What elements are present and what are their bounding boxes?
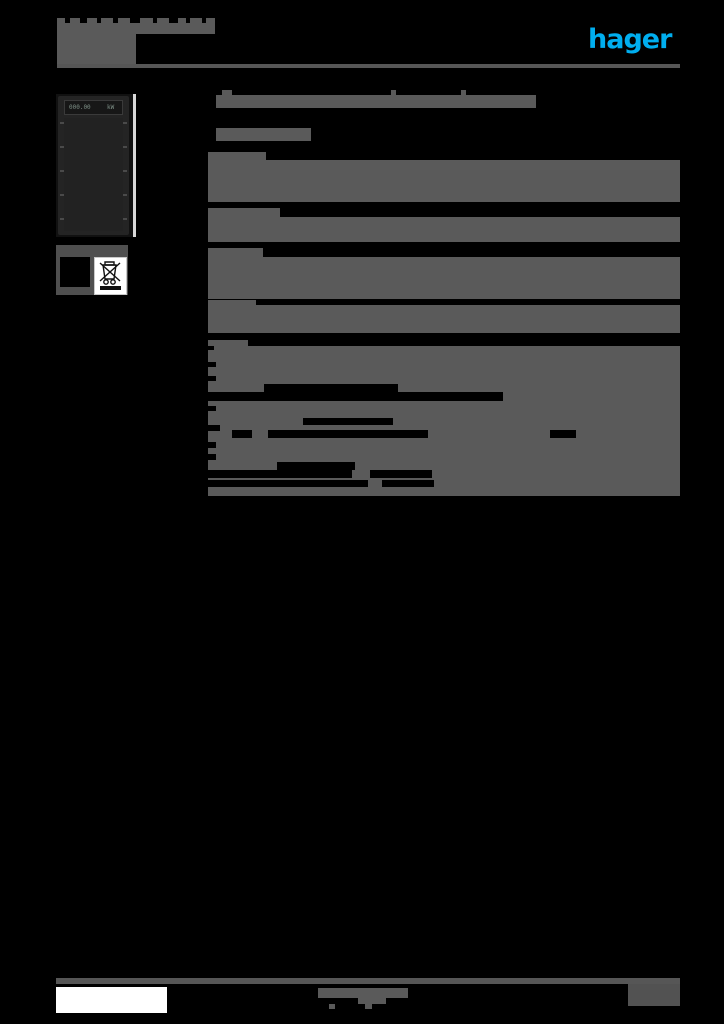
- footer-center-descender-1: [329, 1004, 335, 1009]
- spec-group-1: [208, 217, 680, 242]
- content-heading-ascender-2: [391, 90, 396, 95]
- footer-center-label: [318, 988, 408, 998]
- page-title-notches: [57, 18, 215, 23]
- spec-group-3: [208, 305, 680, 333]
- page-header: hager: [0, 0, 724, 80]
- page-footer: [0, 978, 724, 1024]
- spec-row-gap-2: [208, 346, 214, 350]
- content-heading-ascender-3: [461, 90, 466, 95]
- spec-row-gap-6: [208, 392, 503, 401]
- spec-row-gap-5: [264, 384, 398, 392]
- spec-row-gap-17: [370, 470, 432, 478]
- spec-label-2: [208, 208, 280, 217]
- spec-row-gap-13: [208, 442, 216, 448]
- product-device-body: 000.00 kW: [58, 96, 129, 235]
- lcd-value-text: 000.00: [69, 104, 91, 111]
- description-block: [208, 160, 680, 202]
- spec-row-gap-19: [382, 480, 434, 487]
- footer-divider: [56, 978, 680, 984]
- product-front-panel: [60, 118, 127, 231]
- spec-label-1: [208, 152, 266, 160]
- product-photo: 000.00 kW: [56, 94, 136, 237]
- hager-logo: hager: [588, 24, 678, 55]
- spec-label-4: [208, 300, 256, 308]
- lcd-unit-text: kW: [107, 104, 115, 111]
- page-subtitle: [57, 34, 136, 64]
- spec-row-gap-14: [208, 454, 216, 460]
- spec-group-2: [208, 257, 680, 299]
- spec-row-gap-3: [208, 362, 216, 367]
- spec-group-1-dotleader: [0, 0, 296, 4]
- spec-row-gap-15: [277, 462, 355, 470]
- footer-left-label: [56, 987, 167, 1013]
- spec-row-gap-7: [208, 406, 216, 411]
- spec-row-gap-16: [208, 470, 352, 478]
- footer-center-descender-2: [365, 1004, 372, 1009]
- spec-row-gap-9: [208, 425, 220, 431]
- spec-row-gap-4: [208, 376, 216, 381]
- content-heading: [216, 95, 536, 108]
- spec-row-gap-1: [248, 340, 680, 346]
- blank-marking-icon: [60, 257, 90, 287]
- spec-label-3: [208, 248, 263, 257]
- spec-row-gap-8: [303, 418, 393, 425]
- spec-row-gap-18: [208, 480, 368, 487]
- weee-crossed-bin-icon: [94, 257, 127, 295]
- spec-row-gap-12: [550, 430, 576, 438]
- spec-row-gap-11: [268, 430, 428, 438]
- spec-row-gap-10: [232, 430, 252, 438]
- header-divider: [57, 64, 680, 68]
- spec-group-2-dotleader: [0, 4, 318, 9]
- content-subheading: [216, 128, 311, 141]
- content-heading-ascender-1: [222, 90, 232, 95]
- footer-page-number: [628, 984, 680, 1006]
- hager-logo-text: hager: [588, 24, 672, 55]
- product-lcd-display: 000.00 kW: [64, 100, 123, 115]
- footer-center-label-2: [358, 997, 386, 1004]
